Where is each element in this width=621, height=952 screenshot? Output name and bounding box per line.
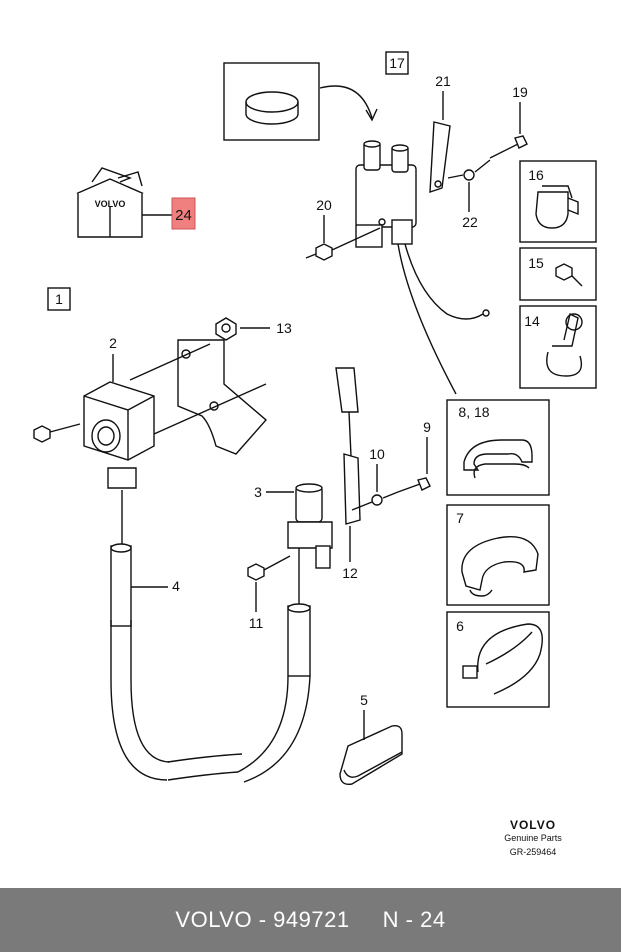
callout-5: 5 <box>360 692 368 708</box>
part-5-strip <box>339 724 403 785</box>
part-3-connector <box>287 483 333 569</box>
callout-10: 10 <box>369 446 385 462</box>
callout-14: 14 <box>524 313 540 329</box>
callout-1-box <box>47 287 71 311</box>
callout-12: 12 <box>342 565 358 581</box>
hose-right <box>167 546 311 783</box>
inset-8-18 <box>446 399 550 496</box>
callout-9: 9 <box>423 419 431 435</box>
inset-16 <box>519 160 597 243</box>
inset-7 <box>446 504 550 606</box>
callout-3: 3 <box>254 484 262 500</box>
part-21-bracket <box>429 121 451 193</box>
callout-1: 1 <box>55 291 63 307</box>
callout-11: 11 <box>249 615 264 631</box>
part-11-nut <box>247 555 291 581</box>
part-23-inset <box>223 62 378 141</box>
footer-position: N - 24 <box>382 907 446 932</box>
callout-7: 7 <box>456 510 464 526</box>
brand-wordmark: VOLVO <box>510 818 556 832</box>
callout-24-highlight <box>171 197 196 230</box>
part-20-nut <box>305 227 381 261</box>
callout-8-18: 8, 18 <box>458 404 489 420</box>
callout-6: 6 <box>456 618 464 634</box>
part-4-hose <box>110 490 170 781</box>
footer-bar: VOLVO - 949721 N - 24 <box>0 888 621 952</box>
part-2-bolt <box>33 423 81 443</box>
footer-gap <box>350 907 383 933</box>
part-22-washer <box>463 169 475 181</box>
callout-21: 21 <box>435 73 451 89</box>
callout-19: 19 <box>512 84 528 100</box>
footer-part-number: 949721 <box>273 907 350 932</box>
part-9-bolt <box>382 477 431 499</box>
callout-4: 4 <box>172 578 180 594</box>
part-12-bracket <box>335 367 361 525</box>
part-2-socket <box>83 381 155 489</box>
part-19-bolt <box>447 135 528 179</box>
part-13-nut <box>215 317 237 341</box>
callout-17-box <box>385 51 409 75</box>
callout-20: 20 <box>316 197 332 213</box>
callout-16: 16 <box>528 167 544 183</box>
part-24-box: VOLVO <box>76 167 172 238</box>
footer-sep: - <box>252 907 274 932</box>
footer-make: VOLVO <box>175 907 253 932</box>
callout-22: 22 <box>462 214 478 230</box>
diagram-canvas: VOLVO 24 17 1 21 22 19 <box>33 51 597 857</box>
brand-ref: GR-259464 <box>510 847 557 857</box>
box-logo: VOLVO <box>95 199 126 209</box>
brand-subtitle: Genuine Parts <box>504 833 562 843</box>
inset-14 <box>519 305 597 389</box>
callout-17: 17 <box>389 55 405 71</box>
callout-24: 24 <box>175 207 192 224</box>
part-10-washer <box>371 494 383 506</box>
callout-2: 2 <box>109 335 117 351</box>
callout-13: 13 <box>276 320 292 336</box>
inset-6 <box>446 611 550 708</box>
inset-15 <box>519 247 597 301</box>
part-2-bracket <box>129 339 267 455</box>
parts-diagram: VOLVO 24 17 1 21 22 19 <box>33 51 597 857</box>
callout-15: 15 <box>528 255 544 271</box>
